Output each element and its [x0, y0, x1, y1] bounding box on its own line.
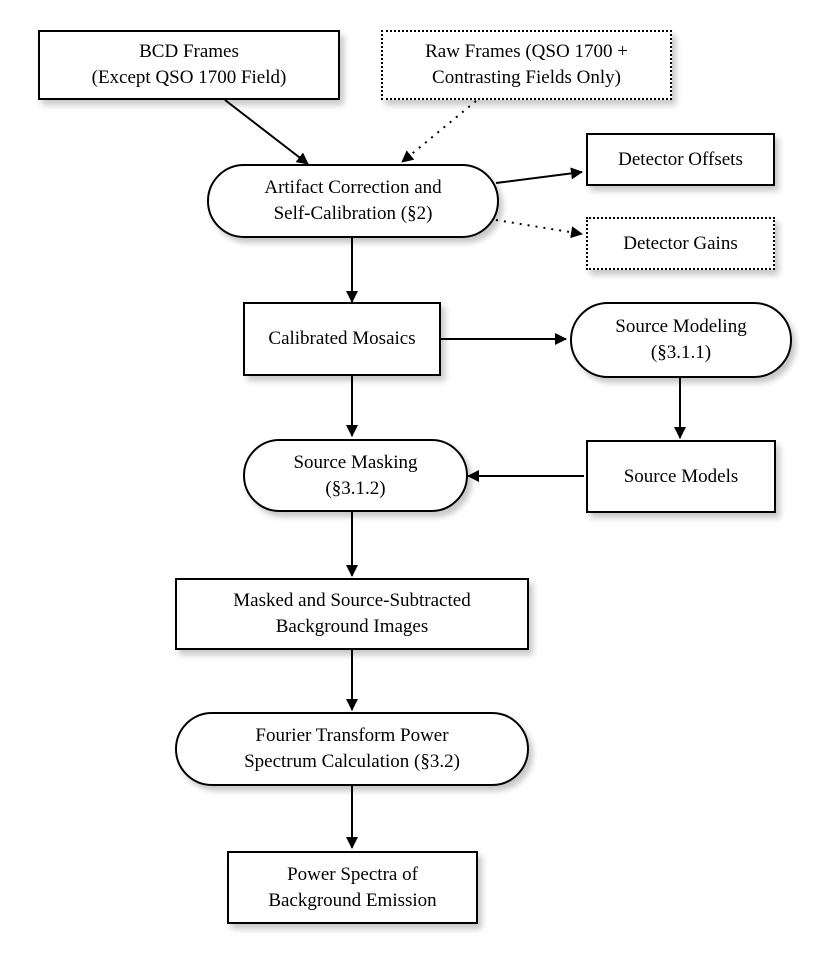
edge-bcd-to-artifact: [224, 99, 309, 165]
node-power-spectra: Power Spectra of Background Emission: [227, 851, 478, 924]
node-masked-images-line-2: Background Images: [275, 616, 429, 637]
node-power-spectra-line-1: Power Spectra of: [287, 863, 418, 885]
edge-artifact-to-gains: [495, 219, 583, 239]
node-calibrated-mosaics-line-1: Calibrated Mosaics: [268, 328, 416, 349]
node-detector-offsets-line-1: Detector Offsets: [618, 148, 743, 170]
node-source-modeling-line-2: (§3.1.1): [650, 342, 712, 363]
node-fourier-transform: Fourier Transform Power Spectrum Calcula…: [175, 712, 529, 786]
node-source-masking: Source Masking (§3.1.2): [243, 439, 468, 512]
node-raw-frames-line-1: Raw Frames (QSO 1700 +: [425, 41, 628, 62]
node-bcd-frames: BCD Frames (Except QSO 1700 Field): [38, 30, 340, 100]
edge-raw-to-artifact: [401, 100, 477, 163]
node-masked-images: Masked and Source-Subtracted Background …: [175, 578, 529, 650]
node-source-modeling-line-1: Source Modeling: [615, 316, 747, 337]
node-detector-gains-line-1: Detector Gains: [623, 232, 738, 254]
node-raw-frames: Raw Frames (QSO 1700 + Contrasting Field…: [381, 30, 672, 100]
node-source-masking-line-2: (§3.1.2): [325, 477, 386, 499]
node-bcd-frames-line-1: BCD Frames: [139, 41, 239, 62]
node-source-modeling: Source Modeling (§3.1.1): [570, 302, 792, 378]
node-artifact-correction-line-2: Self-Calibration (§2): [273, 203, 433, 224]
edge-artifact-to-offsets: [495, 167, 583, 184]
node-source-models: Source Models: [586, 440, 776, 513]
node-detector-offsets: Detector Offsets: [586, 133, 775, 186]
node-bcd-frames-line-2: (Except QSO 1700 Field): [91, 67, 287, 88]
node-fourier-transform-line-1: Fourier Transform Power: [255, 725, 449, 746]
node-source-models-line-1: Source Models: [623, 465, 739, 487]
node-power-spectra-line-2: Background Emission: [268, 889, 437, 911]
node-raw-frames-line-2: Contrasting Fields Only): [432, 67, 621, 88]
node-artifact-correction-line-1: Artifact Correction and: [264, 177, 442, 198]
node-artifact-correction: Artifact Correction and Self-Calibration…: [207, 164, 499, 238]
node-detector-gains: Detector Gains: [586, 217, 775, 270]
node-calibrated-mosaics: Calibrated Mosaics: [243, 302, 441, 376]
node-source-masking-line-1: Source Masking: [293, 451, 418, 473]
node-fourier-transform-line-2: Spectrum Calculation (§3.2): [244, 751, 460, 772]
node-masked-images-line-1: Masked and Source-Subtracted: [233, 590, 471, 611]
